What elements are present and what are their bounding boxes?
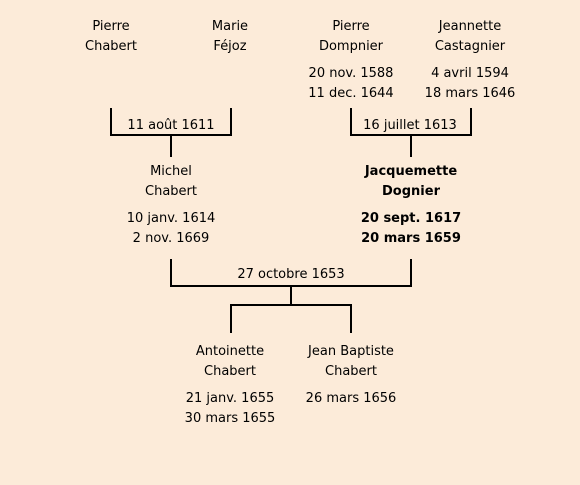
- person-antoinette-chabert: Antoinette Chabert 21 janv. 1655 30 mars…: [165, 342, 295, 429]
- death-date: 20 mars 1659: [361, 231, 461, 246]
- birth-date: 21 janv. 1655: [185, 391, 275, 406]
- death-date: 30 mars 1655: [184, 411, 276, 426]
- last-name: Féjoz: [213, 39, 247, 54]
- connector-chabert-fejoz: [110, 108, 232, 157]
- person-jeannette-castagnier: Jeannette Castagnier 4 avril 1594 18 mar…: [405, 17, 535, 104]
- last-name: Chabert: [85, 39, 137, 54]
- first-name: Antoinette: [195, 344, 265, 359]
- birth-date: 10 janv. 1614: [126, 211, 216, 226]
- life-dates: 10 janv. 1614 2 nov. 1669: [106, 209, 236, 249]
- marriage-date-chabert-fejoz: 11 août 1611: [121, 118, 221, 134]
- first-name: Michel: [150, 164, 192, 179]
- person-michel-chabert: Michel Chabert 10 janv. 1614 2 nov. 1669: [106, 162, 236, 249]
- last-name: Dognier: [382, 184, 440, 199]
- person-pierre-dompnier: Pierre Dompnier 20 nov. 1588 11 dec. 164…: [286, 17, 416, 104]
- last-name: Chabert: [204, 364, 256, 379]
- life-dates: 20 nov. 1588 11 dec. 1644: [286, 64, 416, 104]
- birth-date: 26 mars 1656: [305, 391, 397, 406]
- last-name: Castagnier: [434, 39, 506, 54]
- connector-chabert-dognier: [170, 259, 412, 305]
- life-dates: 4 avril 1594 18 mars 1646: [405, 64, 535, 104]
- first-name: Marie: [211, 19, 249, 34]
- marriage-date-chabert-dognier: 27 octobre 1653: [232, 267, 350, 283]
- person-jacquemette-dognier: Jacquemette Dognier 20 sept. 1617 20 mar…: [346, 162, 476, 249]
- life-dates: 20 sept. 1617 20 mars 1659: [346, 209, 476, 249]
- first-name: Jeannette: [438, 19, 502, 34]
- last-name: Dompnier: [318, 39, 384, 54]
- life-dates: 26 mars 1656: [286, 389, 416, 409]
- death-date: 2 nov. 1669: [132, 231, 210, 246]
- person-jean-baptiste-chabert: Jean Baptiste Chabert 26 mars 1656: [286, 342, 416, 409]
- birth-date: 20 sept. 1617: [360, 211, 462, 226]
- connector-children: [230, 304, 352, 333]
- life-dates: 21 janv. 1655 30 mars 1655: [165, 389, 295, 429]
- last-name: Chabert: [325, 364, 377, 379]
- death-date: 11 dec. 1644: [308, 86, 394, 101]
- person-pierre-chabert: Pierre Chabert: [46, 17, 176, 57]
- death-date: 18 mars 1646: [424, 86, 516, 101]
- first-name: Pierre: [92, 19, 130, 34]
- marriage-date-dompnier-castagnier: 16 juillet 1613: [355, 118, 465, 134]
- first-name: Jean Baptiste: [308, 344, 394, 359]
- birth-date: 4 avril 1594: [431, 66, 509, 81]
- person-marie-fejoz: Marie Féjoz: [165, 17, 295, 57]
- first-name: Jacquemette: [364, 164, 458, 179]
- birth-date: 20 nov. 1588: [308, 66, 394, 81]
- last-name: Chabert: [145, 184, 197, 199]
- connector-dompnier-castagnier: [350, 108, 472, 157]
- first-name: Pierre: [332, 19, 370, 34]
